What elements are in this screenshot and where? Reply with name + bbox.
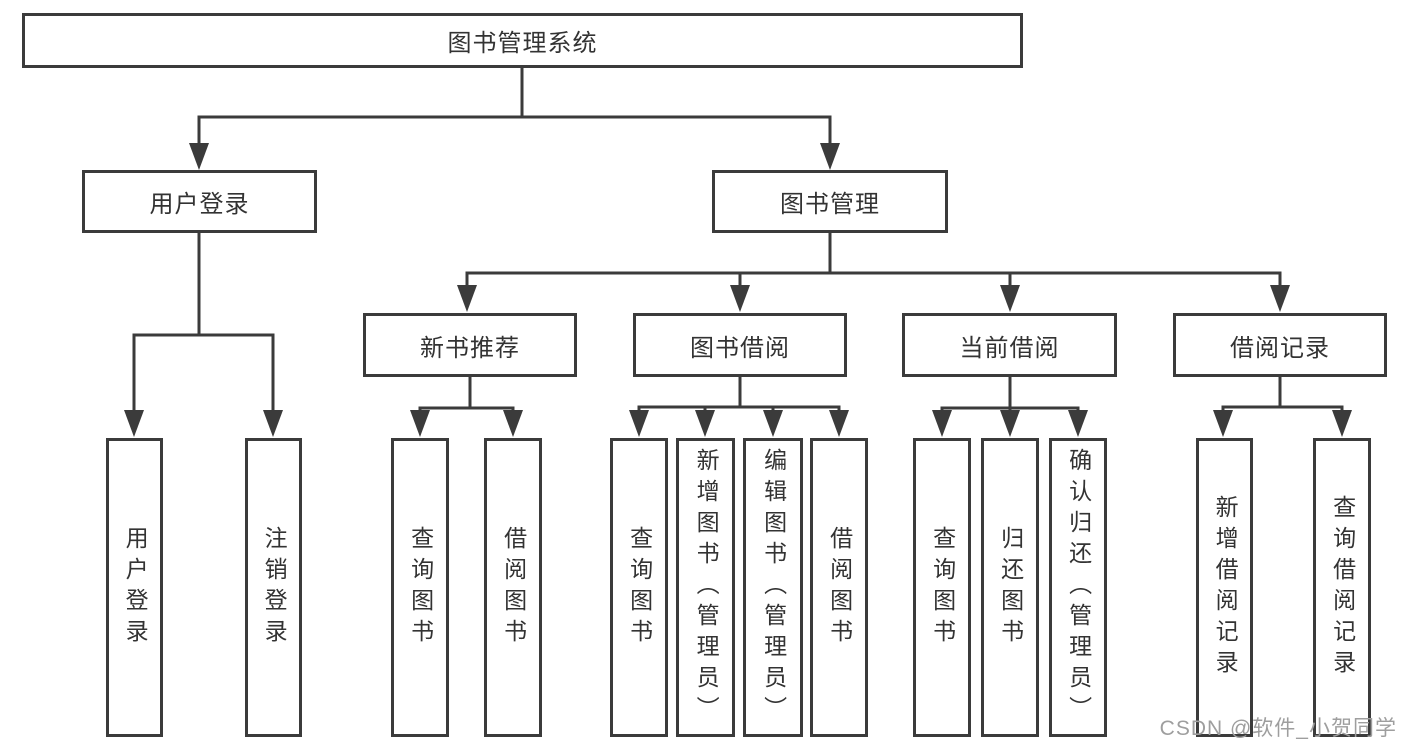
leaf-label: 新增图书（管理员） (693, 448, 720, 727)
leaf-label: 确认归还（管理员） (1065, 448, 1092, 727)
arrowhead-icon (189, 143, 209, 170)
node-user-login: 用户登录 (82, 170, 317, 233)
arrowhead-icon (503, 410, 523, 437)
leaf-label: 编辑图书（管理员） (760, 448, 787, 727)
node-label: 图书管理 (780, 191, 880, 218)
leaf-confirm-return-admin: 确认归还（管理员） (1049, 438, 1107, 737)
node-book-borrow: 图书借阅 (633, 313, 847, 377)
leaf-user-login: 用户登录 (106, 438, 163, 737)
arrowhead-icon (1000, 285, 1020, 312)
leaf-add-borrow-record: 新增借阅记录 (1196, 438, 1253, 737)
arrowhead-icon (1213, 410, 1233, 437)
leaf-query-borrow-record: 查询借阅记录 (1313, 438, 1371, 737)
node-label: 新书推荐 (420, 334, 520, 362)
leaf-label: 用户登录 (122, 525, 149, 650)
arrowhead-icon (124, 410, 144, 437)
arrowhead-icon (1270, 285, 1290, 312)
arrowhead-icon (410, 410, 430, 437)
leaf-borrow-books-2: 借阅图书 (810, 438, 868, 737)
arrowhead-icon (820, 143, 840, 170)
arrowhead-icon (263, 410, 283, 437)
arrowhead-icon (829, 410, 849, 437)
arrowhead-icon (457, 285, 477, 312)
leaf-label: 查询借阅记录 (1329, 494, 1356, 681)
leaf-logout: 注销登录 (245, 438, 302, 737)
leaf-label: 归还图书 (997, 525, 1024, 650)
node-label: 用户登录 (149, 191, 250, 218)
leaf-label: 借阅图书 (500, 525, 527, 650)
leaf-label: 查询图书 (929, 525, 956, 650)
node-label: 借阅记录 (1230, 334, 1330, 362)
leaf-query-books-3: 查询图书 (913, 438, 971, 737)
arrowhead-icon (1068, 410, 1088, 437)
arrowhead-icon (730, 285, 750, 312)
leaf-label: 注销登录 (261, 525, 288, 650)
leaf-query-books-1: 查询图书 (391, 438, 449, 737)
node-new-book-recommend: 新书推荐 (363, 313, 577, 377)
node-borrow-records: 借阅记录 (1173, 313, 1387, 377)
leaf-query-books-2: 查询图书 (610, 438, 668, 737)
node-library-management-system: 图书管理系统 (22, 13, 1023, 68)
leaf-return-book: 归还图书 (981, 438, 1039, 737)
leaf-label: 查询图书 (626, 525, 653, 650)
arrowhead-icon (932, 410, 952, 437)
arrowhead-icon (629, 410, 649, 437)
leaf-label: 查询图书 (407, 525, 434, 650)
leaf-add-book-admin: 新增图书（管理员） (676, 438, 735, 737)
watermark: CSDN @软件_小贺同学 (1159, 717, 1397, 740)
arrowhead-icon (1332, 410, 1352, 437)
leaf-edit-book-admin: 编辑图书（管理员） (743, 438, 803, 737)
node-label: 图书管理系统 (447, 30, 598, 57)
node-current-borrow: 当前借阅 (902, 313, 1117, 377)
arrowhead-icon (695, 410, 715, 437)
arrowhead-icon (1000, 410, 1020, 437)
node-book-management: 图书管理 (712, 170, 948, 233)
node-label: 当前借阅 (959, 334, 1060, 362)
leaf-label: 借阅图书 (826, 525, 853, 650)
node-label: 图书借阅 (690, 334, 790, 362)
leaf-label: 新增借阅记录 (1212, 494, 1239, 681)
leaf-borrow-books-1: 借阅图书 (484, 438, 542, 737)
arrowhead-icon (763, 410, 783, 437)
